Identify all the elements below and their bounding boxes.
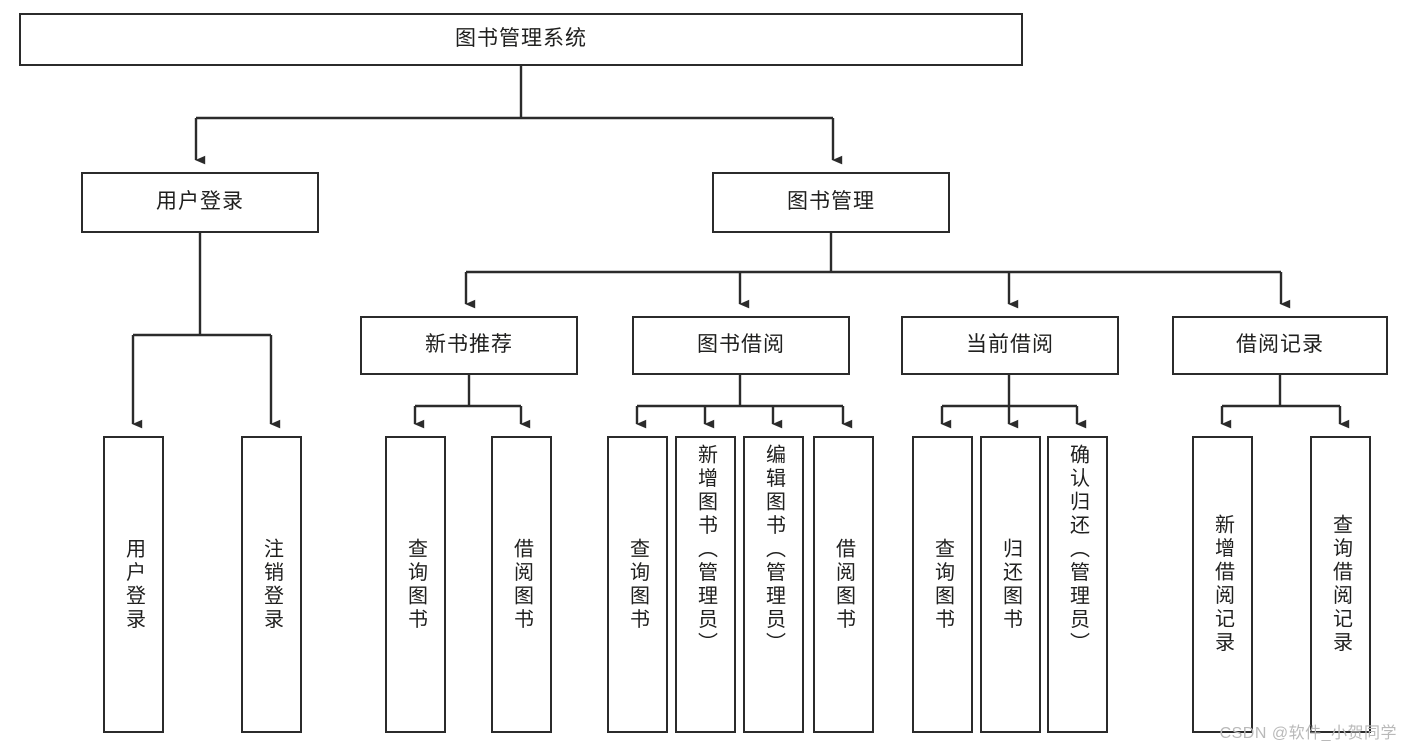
node-user-login-label: 用户登录 — [156, 190, 244, 214]
node-leaf-query-book-1[interactable]: 查询图书 — [385, 436, 446, 733]
node-leaf-add-record-label: 新增借阅记录 — [1211, 514, 1234, 655]
node-current-borrow[interactable]: 当前借阅 — [901, 316, 1119, 375]
node-leaf-query-book-2[interactable]: 查询图书 — [607, 436, 668, 733]
node-user-login[interactable]: 用户登录 — [81, 172, 319, 233]
node-borrow-record[interactable]: 借阅记录 — [1172, 316, 1388, 375]
node-leaf-edit-book-label: 编辑图书（管理员） — [762, 444, 785, 656]
node-leaf-query-book-2-label: 查询图书 — [626, 537, 649, 632]
node-leaf-user-login[interactable]: 用户登录 — [103, 436, 164, 733]
node-leaf-add-book-label: 新增图书（管理员） — [694, 444, 717, 656]
node-borrow-record-label: 借阅记录 — [1236, 333, 1324, 357]
node-root[interactable]: 图书管理系统 — [19, 13, 1023, 66]
node-leaf-logout-label: 注销登录 — [260, 537, 283, 632]
node-leaf-user-login-label: 用户登录 — [122, 537, 145, 632]
node-leaf-borrow-book-1[interactable]: 借阅图书 — [491, 436, 552, 733]
node-book-borrow[interactable]: 图书借阅 — [632, 316, 850, 375]
node-leaf-borrow-book-2[interactable]: 借阅图书 — [813, 436, 874, 733]
node-leaf-query-record-label: 查询借阅记录 — [1329, 514, 1352, 655]
node-leaf-return-book-label: 归还图书 — [999, 537, 1022, 632]
node-leaf-borrow-book-2-label: 借阅图书 — [832, 537, 855, 632]
node-leaf-confirm-return-label: 确认归还（管理员） — [1066, 444, 1089, 656]
node-leaf-add-record[interactable]: 新增借阅记录 — [1192, 436, 1253, 733]
node-leaf-query-book-3[interactable]: 查询图书 — [912, 436, 973, 733]
node-leaf-logout[interactable]: 注销登录 — [241, 436, 302, 733]
csdn-watermark: CSDN @软件_小贺同学 — [1219, 725, 1397, 742]
node-leaf-edit-book[interactable]: 编辑图书（管理员） — [743, 436, 804, 733]
node-leaf-query-book-3-label: 查询图书 — [931, 537, 954, 632]
node-root-label: 图书管理系统 — [455, 27, 587, 51]
node-new-book-rec-label: 新书推荐 — [425, 333, 513, 357]
node-book-manage-label: 图书管理 — [787, 190, 875, 214]
node-leaf-query-record[interactable]: 查询借阅记录 — [1310, 436, 1371, 733]
node-book-borrow-label: 图书借阅 — [697, 333, 785, 357]
node-book-manage[interactable]: 图书管理 — [712, 172, 950, 233]
node-leaf-add-book[interactable]: 新增图书（管理员） — [675, 436, 736, 733]
node-leaf-return-book[interactable]: 归还图书 — [980, 436, 1041, 733]
node-current-borrow-label: 当前借阅 — [966, 333, 1054, 357]
node-leaf-confirm-return[interactable]: 确认归还（管理员） — [1047, 436, 1108, 733]
node-leaf-query-book-1-label: 查询图书 — [404, 537, 427, 632]
node-new-book-rec[interactable]: 新书推荐 — [360, 316, 578, 375]
node-leaf-borrow-book-1-label: 借阅图书 — [510, 537, 533, 632]
